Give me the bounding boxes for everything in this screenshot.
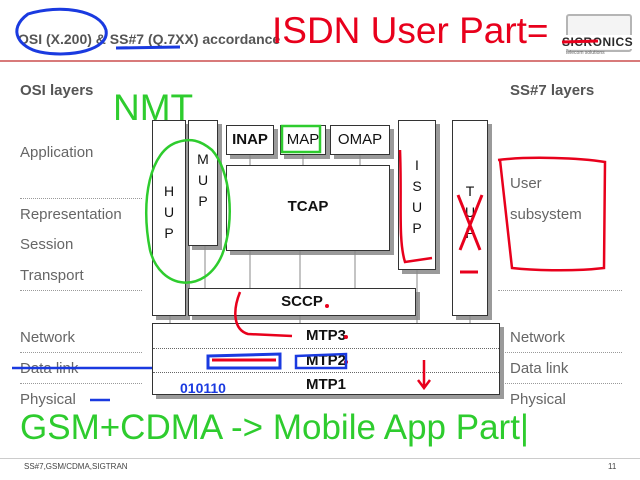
mtp1-label: MTP1 (153, 372, 499, 397)
isup-letter: S (412, 178, 422, 194)
ss7-physical-label: Physical (510, 391, 566, 408)
hup-letter: H (163, 183, 175, 199)
red-isup-mark (398, 149, 433, 264)
osi-separator (20, 383, 142, 384)
nmt-annotation: NMT (113, 87, 194, 128)
ss7-header: SS#7 layers (510, 82, 595, 99)
hup-letter: U (163, 204, 175, 220)
ss7-separator (498, 383, 622, 384)
footer-divider (0, 458, 640, 459)
mup-letter: U (197, 172, 209, 188)
ss7-separator (498, 290, 622, 291)
tup-letter: P (465, 225, 475, 241)
sccp-box: SCCP (188, 288, 416, 316)
tcap-label: TCAP (287, 198, 329, 215)
sccp-label: SCCP (281, 293, 323, 310)
osi-layer-session: Session (20, 236, 74, 253)
osi-separator (20, 198, 142, 199)
inap-label: INAP (232, 131, 268, 148)
green-box-mark (280, 124, 322, 154)
tup-box: T U P (452, 120, 488, 316)
omap-label: OMAP (337, 131, 383, 148)
company-logo: SICRONICS telecom solutions (548, 14, 636, 56)
osi-layer-transport: Transport (20, 267, 84, 284)
blue-mtp2-mark (206, 352, 282, 370)
title-divider (0, 60, 640, 62)
blue-circle-mark (15, 7, 108, 56)
ss7-network-label: Network (510, 329, 566, 346)
mtp-stack: MTP3 MTP2 MTP1 (152, 323, 500, 395)
red-underline-mark (561, 39, 599, 44)
ss7-separator (498, 352, 622, 353)
red-x-mark (456, 194, 484, 251)
osi-header: OSI layers (20, 82, 94, 99)
isup-box: I S U P (398, 120, 436, 270)
osi-layer-representation: Representation (20, 206, 122, 223)
ss7-data-link-label: Data link (510, 360, 569, 377)
logo-subtext: telecom solutions (566, 50, 605, 56)
isup-letter: I (415, 157, 419, 173)
red-arrow-mark (417, 360, 431, 391)
green-loop-mark (144, 138, 231, 284)
isup-letter: U (411, 199, 423, 215)
slide-footer: SS#7,GSM/CDMA,SIGTRAN (24, 462, 128, 471)
isdn-annotation: ISDN User Part= (272, 10, 549, 51)
tup-letter: T (465, 183, 475, 199)
blue-underline-mark (115, 45, 181, 50)
red-bracket-mark (234, 291, 293, 338)
osi-layer-physical: Physical (20, 391, 76, 408)
ss7-subsystem-label: subsystem (510, 206, 582, 223)
inap-box: INAP (226, 125, 274, 155)
isup-letter: P (412, 220, 422, 236)
osi-layer-application: Application (20, 144, 94, 161)
blue-mtp2-mark (294, 352, 348, 370)
mup-letter: P (198, 193, 208, 209)
ss7-user-label: User (510, 175, 542, 192)
gsm-annotation: GSM+CDMA -> Mobile App Part| (20, 408, 530, 447)
mtp3-label: MTP3 (305, 327, 346, 344)
osi-separator (20, 290, 142, 291)
red-dot-mark (344, 335, 348, 339)
blue-bits-text: 010110 (180, 380, 226, 396)
tcap-box: TCAP (226, 165, 390, 251)
omap-box: OMAP (330, 125, 390, 155)
hup-letter: P (164, 225, 174, 241)
osi-layer-network: Network (20, 329, 76, 346)
map-label: MAP (286, 131, 320, 148)
slide-title: OSI (X.200) & SS#7 (Q.7XX) accordance (18, 31, 281, 47)
red-dot-mark (325, 304, 329, 308)
tup-letter: U (464, 204, 476, 220)
osi-separator (20, 352, 142, 353)
map-box: MAP (280, 125, 326, 155)
page-number: 11 (608, 462, 617, 471)
mup-letter: M (197, 151, 209, 167)
red-box-mark (497, 156, 607, 272)
